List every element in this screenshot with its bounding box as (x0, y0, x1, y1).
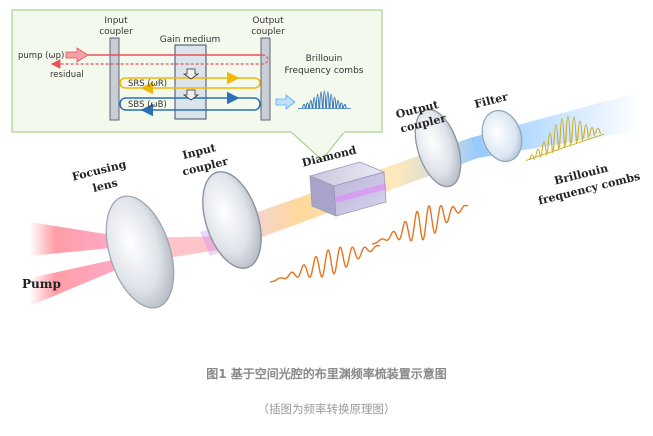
main-comb-spectrum (525, 115, 605, 161)
comb-line (342, 103, 347, 109)
comb-line (541, 141, 547, 156)
inset-pump-label: pump (ωp) (18, 51, 64, 61)
inset-comb-spectrum (298, 90, 351, 109)
inset-gain-medium-box (174, 44, 207, 120)
comb-line (559, 118, 565, 149)
inset-pump-return (50, 54, 269, 69)
comb-line (308, 99, 313, 109)
wave-signal-2 (371, 204, 469, 245)
figure-caption: 图1 基于空间光腔的布里渊频率梳装置示意图 (206, 367, 447, 381)
inset-down-arrow-1 (182, 68, 200, 80)
filter-label: Filter (473, 90, 509, 111)
inset-output-coupler-line1: Output (252, 16, 284, 26)
inset-input-coupler-line2: coupler (99, 27, 133, 37)
inset-input-coupler-line1: Input (104, 16, 128, 26)
comb-line (595, 127, 601, 134)
comb-line (577, 120, 583, 141)
comb-line (339, 102, 344, 109)
comb-line (589, 127, 595, 137)
comb-line (319, 91, 323, 109)
filter-disc (481, 109, 523, 163)
focusing-lens (105, 195, 175, 309)
figure-subcaption: （插图为频率转换原理图） (257, 402, 396, 416)
comb-line (305, 102, 310, 109)
comb-line (336, 99, 340, 109)
comb-line (315, 93, 320, 109)
inset-down-arrow-2 (182, 89, 200, 101)
inset-output-coupler-plate (260, 37, 271, 121)
inset-combs-label-line1: Brillouin (306, 54, 343, 64)
pump-label: Pump (22, 277, 61, 291)
comb-line (312, 96, 317, 109)
inset-output-coupler-line2: coupler (251, 27, 285, 37)
input-coupler-mirror (202, 171, 262, 269)
comb-line (553, 124, 559, 151)
inset-residual-label: residual (50, 70, 84, 80)
comb-line (325, 91, 330, 109)
inset-pump-arrow (65, 47, 89, 63)
inset-srs-label: SRS (ωR) (128, 79, 167, 89)
comb-line (529, 154, 535, 161)
comb-line (565, 115, 571, 146)
comb-line (332, 96, 337, 109)
comb-line (583, 124, 589, 139)
inset-gain-medium-label: Gain medium (160, 35, 221, 45)
inset-sbs-loop (119, 97, 261, 111)
diamond-crystal (308, 161, 387, 217)
comb-baseline (525, 133, 605, 161)
comb-line (571, 117, 577, 144)
inset-sbs-label: SBS (ωB) (128, 100, 167, 110)
focusing-lens-label-line2: lens (91, 176, 119, 195)
inset-srs-loop (119, 77, 261, 89)
wave-signal-1 (269, 244, 381, 283)
inset-output-arrow (275, 94, 296, 110)
inset-panel: Input coupler Gain medium Output coupler… (11, 9, 383, 161)
comb-line (329, 93, 334, 109)
comb-line (535, 148, 541, 158)
comb-line (547, 132, 553, 153)
inset-combs-label-line2: Frequency combs (285, 66, 364, 76)
inset-input-coupler-plate (109, 37, 120, 121)
output-coupler-mirror (414, 108, 462, 188)
comb-line (322, 90, 327, 109)
comb-line (302, 103, 306, 109)
